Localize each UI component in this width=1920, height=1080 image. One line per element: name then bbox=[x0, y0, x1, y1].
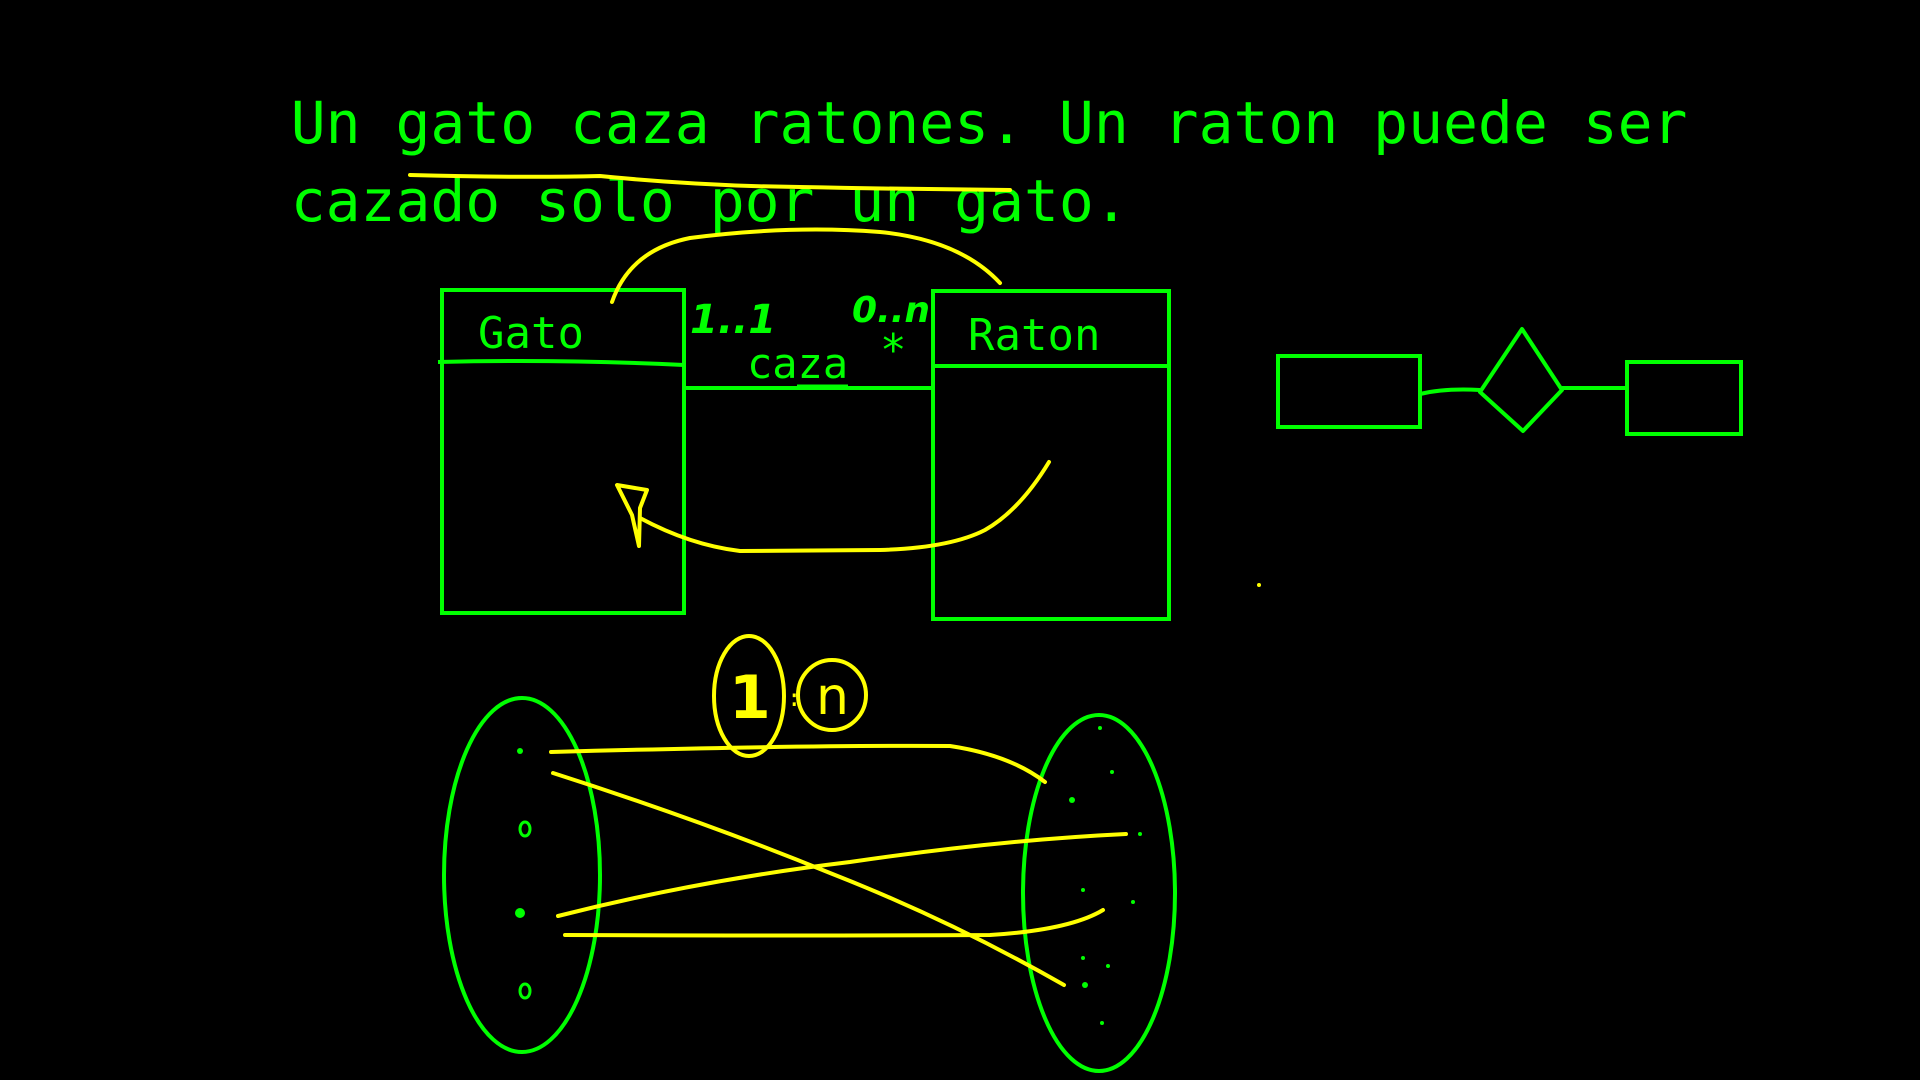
statement-text-2: cazado bbox=[290, 167, 536, 235]
cat-element-4 bbox=[518, 982, 532, 1000]
class-box-gato: Gato bbox=[437, 288, 686, 615]
reading-arc-top bbox=[610, 227, 1002, 304]
mouse-element bbox=[1138, 832, 1142, 836]
er-connector-left bbox=[1419, 387, 1481, 396]
mouse-element bbox=[1131, 900, 1135, 904]
statement-line-2: cazado solo por un gato. bbox=[151, 114, 1129, 288]
cardinality-right: n bbox=[816, 667, 849, 727]
gato-class-name: Gato bbox=[478, 308, 584, 359]
cardinality-left-circle bbox=[712, 634, 786, 758]
emphasis-underline bbox=[408, 173, 1012, 192]
left-multiplicity: 1..1 bbox=[690, 297, 776, 343]
class-box-raton: Raton bbox=[931, 289, 1171, 621]
mapping-line bbox=[556, 832, 1128, 918]
gato-box-outline bbox=[440, 288, 686, 615]
association-name: caza bbox=[747, 339, 848, 388]
stray-dot bbox=[1257, 583, 1261, 587]
cardinality-left: 1 bbox=[729, 663, 771, 733]
right-multiplicity: 0..n bbox=[852, 290, 930, 331]
mouse-element bbox=[1082, 982, 1088, 988]
mouse-element bbox=[1081, 888, 1085, 892]
mapping-line bbox=[551, 771, 1066, 987]
statement-emphasis: solo por un gato. bbox=[535, 167, 1129, 235]
cats-set bbox=[442, 696, 602, 1054]
mouse-element bbox=[1081, 956, 1085, 960]
raton-box-outline bbox=[931, 289, 1171, 621]
arrowhead-icon bbox=[615, 483, 649, 548]
gato-header-divider bbox=[437, 359, 685, 367]
mouse-element bbox=[1100, 1021, 1104, 1025]
raton-class-name: Raton bbox=[968, 310, 1100, 361]
er-notation-sketch bbox=[1276, 327, 1743, 436]
cat-element-1 bbox=[517, 748, 523, 754]
mapping-line bbox=[549, 743, 1047, 784]
mouse-element bbox=[1110, 770, 1114, 774]
right-multiplicity-star: * bbox=[880, 325, 907, 376]
mapping-line bbox=[563, 908, 1105, 938]
reading-arrow-bottom bbox=[638, 460, 1051, 554]
mice-set bbox=[1021, 713, 1177, 1073]
er-entity-right bbox=[1625, 360, 1743, 436]
mouse-element bbox=[1069, 797, 1075, 803]
mouse-element bbox=[1098, 726, 1102, 730]
cat-element-3 bbox=[515, 908, 525, 918]
er-relationship-diamond bbox=[1478, 327, 1564, 433]
statement-text-1: Un gato caza ratones. Un raton puede ser bbox=[290, 89, 1688, 157]
er-entity-left bbox=[1276, 354, 1422, 429]
cardinality-right-circle bbox=[796, 658, 868, 732]
cat-element-2 bbox=[518, 820, 532, 838]
statement-line-1: Un gato caza ratones. Un raton puede ser bbox=[151, 36, 1688, 210]
mouse-element bbox=[1106, 964, 1110, 968]
